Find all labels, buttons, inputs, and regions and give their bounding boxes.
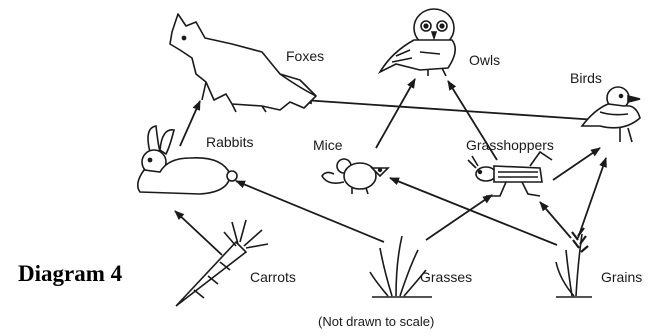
label-foxes: Foxes — [286, 48, 324, 64]
arrow-grains-birds — [578, 158, 606, 238]
arrow-rabbits-foxes — [180, 101, 200, 146]
owl-illustration — [380, 9, 455, 76]
label-grains: Grains — [601, 269, 642, 285]
grass-illustration — [370, 236, 432, 297]
label-grasses: Grasses — [420, 269, 472, 285]
arrow-grains-mice — [390, 178, 557, 245]
arrow-grains-grasshoppers — [540, 202, 571, 238]
grain-illustration — [556, 228, 592, 297]
label-rabbits: Rabbits — [206, 134, 253, 150]
label-grasshoppers: Grasshoppers — [466, 137, 554, 153]
bird-illustration — [582, 87, 640, 142]
arrow-grasshoppers-birds — [553, 148, 600, 180]
arrow-carrots-rabbits — [175, 211, 222, 255]
arrow-mice-owls — [376, 79, 415, 148]
carrot-illustration — [176, 220, 268, 306]
diagram-title: Diagram 4 — [18, 261, 122, 287]
label-carrots: Carrots — [250, 269, 296, 285]
grasshopper-illustration — [468, 152, 552, 196]
arrow-grasses-grasshoppers — [426, 195, 492, 240]
mouse-illustration — [322, 159, 388, 194]
scale-note: (Not drawn to scale) — [318, 314, 434, 329]
label-owls: Owls — [469, 52, 500, 68]
label-mice: Mice — [313, 137, 343, 153]
arrow-birds-foxes — [303, 100, 597, 120]
label-birds: Birds — [570, 70, 602, 86]
